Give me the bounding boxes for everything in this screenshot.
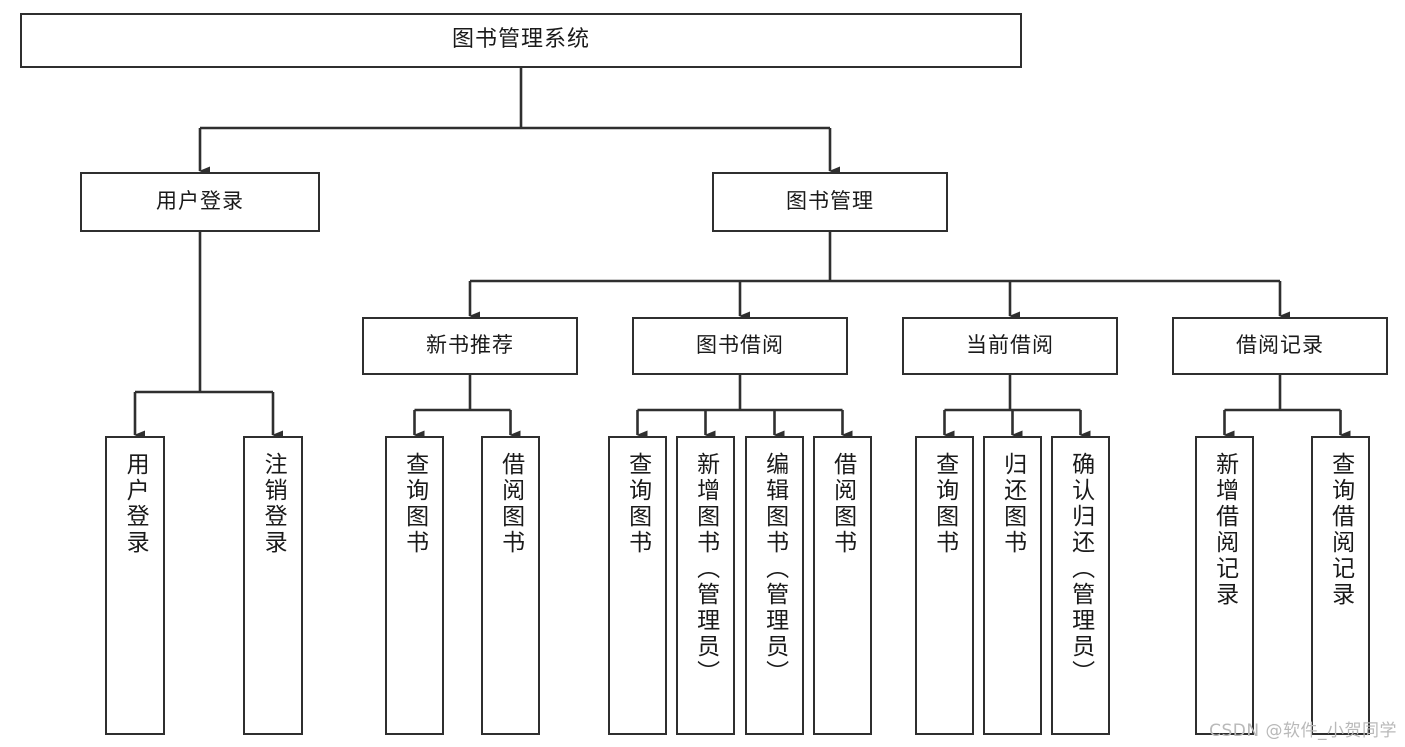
node-leaf-query-book-borrow[interactable]: 查询图书 xyxy=(608,436,667,735)
node-leaf-borrow-book-rec-label: 借阅图书 xyxy=(497,452,524,556)
node-leaf-query-borrow-record[interactable]: 查询借阅记录 xyxy=(1311,436,1370,735)
node-leaf-query-book-current[interactable]: 查询图书 xyxy=(915,436,974,735)
node-leaf-return-book[interactable]: 归还图书 xyxy=(983,436,1042,735)
node-leaf-user-logout-label: 注销登录 xyxy=(260,452,287,556)
node-borrow-record-label: 借阅记录 xyxy=(1236,333,1324,358)
node-book-borrow[interactable]: 图书借阅 xyxy=(632,317,848,375)
node-leaf-borrow-book[interactable]: 借阅图书 xyxy=(813,436,872,735)
node-leaf-user-logout[interactable]: 注销登录 xyxy=(243,436,303,735)
node-leaf-user-login-label: 用户登录 xyxy=(122,452,149,556)
node-new-book-recommend[interactable]: 新书推荐 xyxy=(362,317,578,375)
node-leaf-user-login[interactable]: 用户登录 xyxy=(105,436,165,735)
node-leaf-confirm-return-admin[interactable]: 确认归还（管理员） xyxy=(1051,436,1110,735)
node-user-login[interactable]: 用户登录 xyxy=(80,172,320,232)
node-leaf-borrow-book-label: 借阅图书 xyxy=(829,452,856,556)
node-leaf-query-book-borrow-label: 查询图书 xyxy=(624,452,651,556)
node-leaf-add-book-admin-label: 新增图书（管理员） xyxy=(692,452,719,686)
node-leaf-return-book-label: 归还图书 xyxy=(999,452,1026,556)
node-leaf-query-book-rec[interactable]: 查询图书 xyxy=(385,436,444,735)
node-leaf-query-book-rec-label: 查询图书 xyxy=(401,452,428,556)
node-leaf-edit-book-admin-label: 编辑图书（管理员） xyxy=(761,452,788,686)
node-leaf-query-borrow-record-label: 查询借阅记录 xyxy=(1327,452,1354,608)
node-book-borrow-label: 图书借阅 xyxy=(696,333,784,358)
node-leaf-borrow-book-rec[interactable]: 借阅图书 xyxy=(481,436,540,735)
node-leaf-edit-book-admin[interactable]: 编辑图书（管理员） xyxy=(745,436,804,735)
node-current-borrow[interactable]: 当前借阅 xyxy=(902,317,1118,375)
node-user-login-label: 用户登录 xyxy=(156,189,244,214)
node-current-borrow-label: 当前借阅 xyxy=(966,333,1054,358)
node-leaf-confirm-return-admin-label: 确认归还（管理员） xyxy=(1067,452,1094,686)
node-book-manage-label: 图书管理 xyxy=(786,189,874,214)
node-new-book-recommend-label: 新书推荐 xyxy=(426,333,514,358)
node-root[interactable]: 图书管理系统 xyxy=(20,13,1022,68)
node-book-manage[interactable]: 图书管理 xyxy=(712,172,948,232)
node-leaf-query-book-current-label: 查询图书 xyxy=(931,452,958,556)
node-leaf-add-book-admin[interactable]: 新增图书（管理员） xyxy=(676,436,735,735)
node-borrow-record[interactable]: 借阅记录 xyxy=(1172,317,1388,375)
csdn-watermark: CSDN @软件_小贺同学 xyxy=(1209,721,1397,741)
node-leaf-add-borrow-record-label: 新增借阅记录 xyxy=(1211,452,1238,608)
node-leaf-add-borrow-record[interactable]: 新增借阅记录 xyxy=(1195,436,1254,735)
node-root-label: 图书管理系统 xyxy=(451,27,590,53)
